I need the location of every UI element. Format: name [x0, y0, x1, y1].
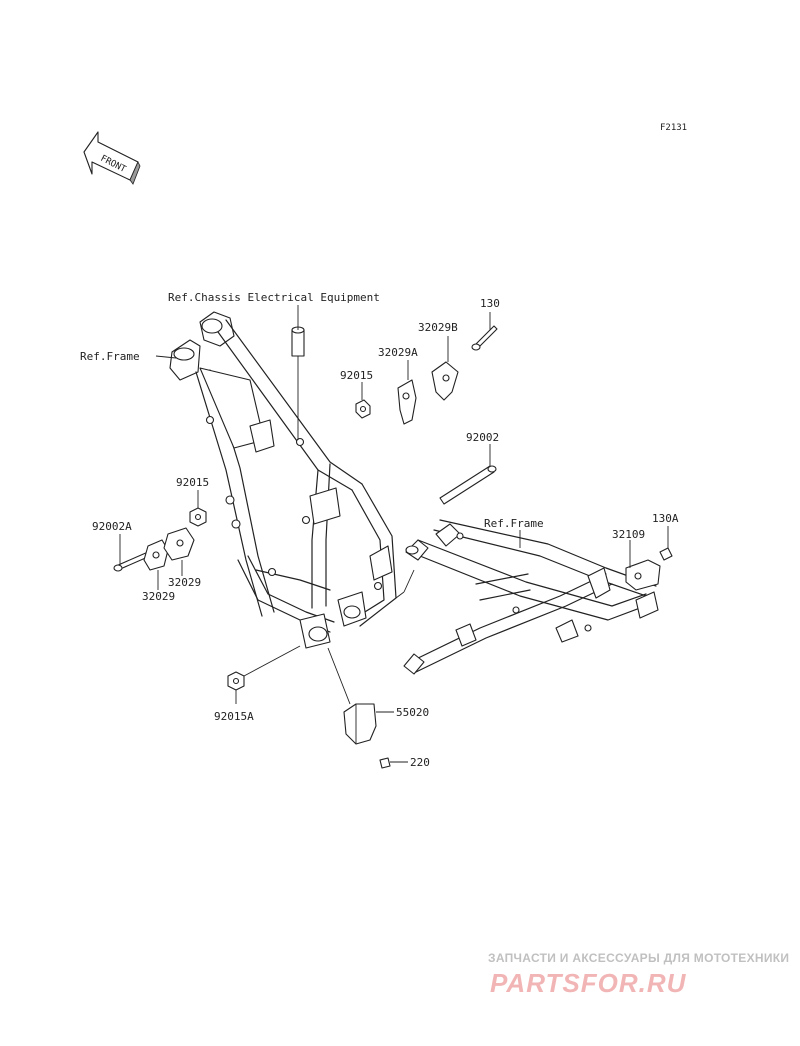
- ref-chassis-electrical-label: Ref.Chassis Electrical Equipment: [168, 291, 380, 304]
- part-label-92002a: 92002A: [92, 520, 132, 533]
- part-bolt-130a: [659, 547, 673, 561]
- part-label-32029-right: 32029: [168, 576, 201, 589]
- part-cover-55020: [343, 703, 377, 745]
- part-nut-92015-top: [355, 399, 371, 419]
- front-arrow-icon: FRONT: [83, 131, 141, 185]
- part-bolt-92002: [439, 465, 497, 505]
- part-label-55020: 55020: [396, 706, 429, 719]
- part-bolt-130: [471, 325, 498, 351]
- part-nut-92015-mid: [189, 507, 207, 527]
- ref-frame-label-right: Ref.Frame: [484, 517, 544, 530]
- part-label-92015a: 92015A: [214, 710, 254, 723]
- part-label-130: 130: [480, 297, 500, 310]
- part-plate-32029-left: [143, 539, 169, 571]
- part-label-32029-left: 32029: [142, 590, 175, 603]
- watermark-tagline: ЗАПЧАСТИ И АКСЕССУАРЫ ДЛЯ МОТОТЕХНИКИ: [488, 951, 789, 965]
- part-spacer-chassis: [291, 326, 305, 357]
- watermark-brand: PARTSFOR.RU: [490, 968, 687, 998]
- part-plate-32029-right: [163, 527, 195, 561]
- main-frame: [169, 311, 397, 649]
- part-label-92015-mid: 92015: [176, 476, 209, 489]
- part-label-32109: 32109: [612, 528, 645, 541]
- part-nut-92015a: [227, 671, 245, 691]
- part-bracket-32029b: [431, 361, 459, 401]
- leader-lines: [119, 305, 669, 763]
- part-label-220: 220: [410, 756, 430, 769]
- part-bracket-32029a: [397, 379, 417, 425]
- part-label-32029b: 32029B: [418, 321, 458, 334]
- part-label-92015-top: 92015: [340, 369, 373, 382]
- part-label-130a: 130A: [652, 512, 679, 525]
- figure-code: F2131: [660, 123, 687, 133]
- ref-frame-label-left: Ref.Frame: [80, 350, 140, 363]
- part-label-32029a: 32029A: [378, 346, 418, 359]
- part-label-92002: 92002: [466, 431, 499, 444]
- part-bracket-32109: [625, 559, 661, 591]
- rear-subframe: [403, 519, 659, 675]
- part-screw-220: [379, 757, 391, 769]
